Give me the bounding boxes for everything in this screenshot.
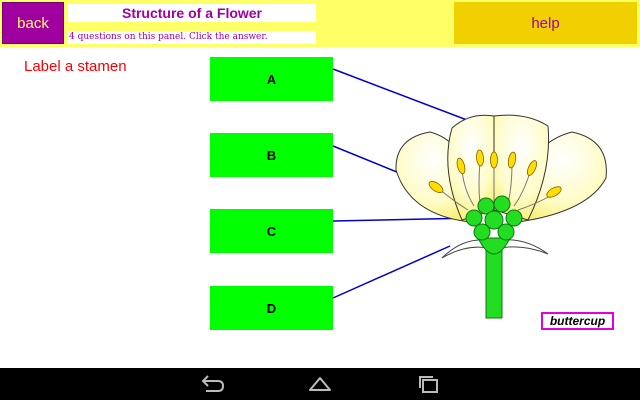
help-button[interactable]: help [454,2,637,44]
anther [428,180,444,194]
anther [526,160,538,176]
anther [456,157,466,175]
anther [507,151,517,169]
answer-button-d[interactable]: D [210,286,333,330]
header-bar: back Structure of a Flower 4 questions o… [0,0,640,47]
flower-diagram [395,114,607,319]
back-button[interactable]: back [2,2,64,44]
sepal-right [499,239,549,255]
anther [476,149,484,167]
species-label: buttercup [541,312,614,330]
question-prompt: Label a stamen [24,58,127,75]
recent-apps-icon[interactable] [415,372,443,396]
petal-back-left [447,114,495,221]
receptacle [477,237,511,255]
petal-back-right [493,114,550,221]
anther [490,151,498,169]
carpels [465,195,523,241]
sepal-left [441,239,489,259]
answer-button-c[interactable]: C [210,209,333,253]
android-nav-bar [0,368,640,400]
back-icon[interactable] [198,372,226,396]
answer-button-b[interactable]: B [210,133,333,177]
anther [546,186,562,198]
answer-button-a[interactable]: A [210,57,333,101]
home-icon[interactable] [306,372,334,396]
instructions-text: 4 questions on this panel. Click the ans… [68,31,316,44]
stem [485,249,503,319]
page-title: Structure of a Flower [68,4,316,22]
